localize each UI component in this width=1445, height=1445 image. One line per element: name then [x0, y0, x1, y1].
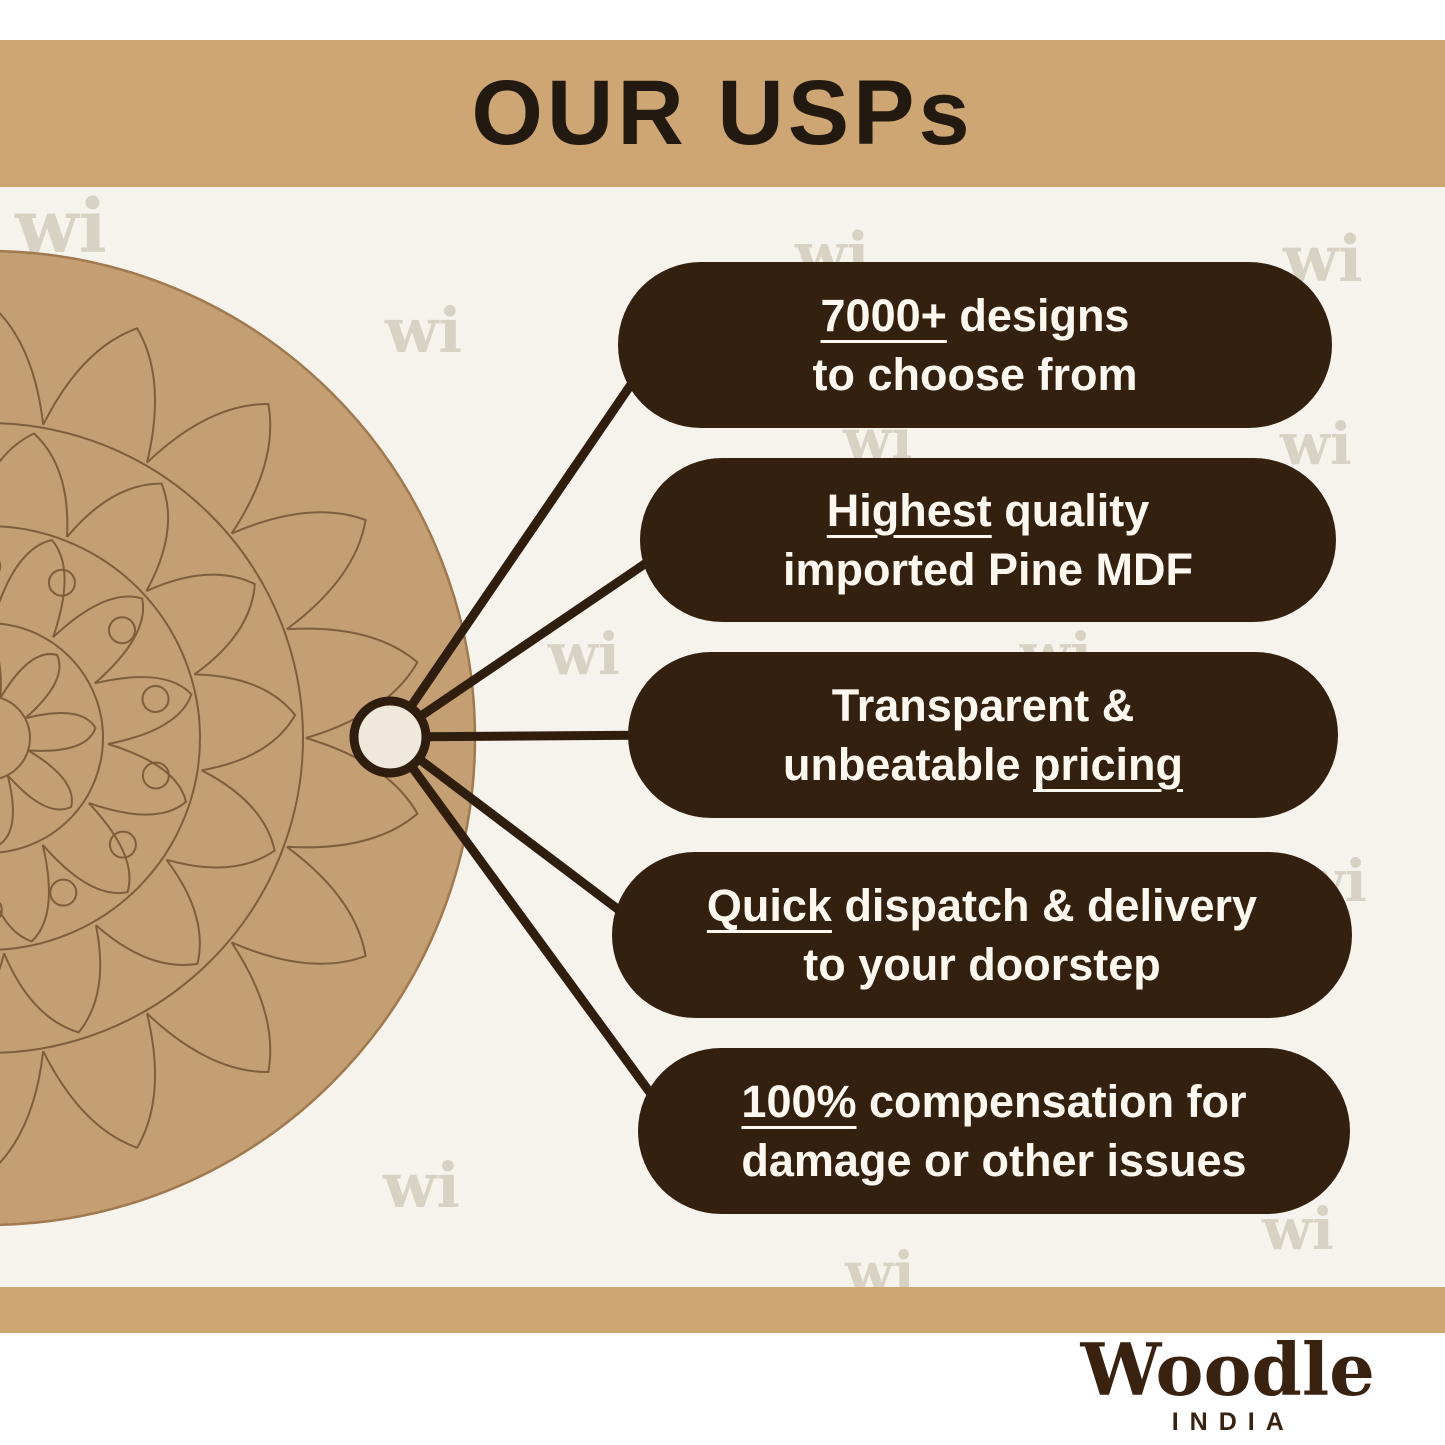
usp-text: dispatch & delivery: [831, 879, 1258, 931]
watermark-logo: wi: [1280, 410, 1352, 478]
usp-text-line: Quick dispatch & delivery: [707, 876, 1257, 935]
usp-text: Transparent &: [831, 679, 1135, 731]
usp-text-line: 7000+ designs: [821, 286, 1130, 345]
connector-line: [385, 732, 657, 940]
header-banner: OUR USPs: [0, 40, 1445, 187]
usp-text-line: unbeatable pricing: [783, 735, 1183, 794]
usp-text-line: Highest quality: [827, 481, 1150, 540]
connector-line: [385, 340, 663, 742]
usp-text: to your doorstep: [803, 939, 1161, 990]
usp-text-line: Transparent &: [832, 676, 1135, 735]
usp-text-highlight: pricing: [1033, 739, 1184, 790]
usp-text-highlight: Quick: [706, 879, 832, 931]
brand-logo: Woodle INDIA: [1080, 1334, 1375, 1437]
connector-line: [385, 732, 683, 1136]
usp-text: compensation for: [856, 1075, 1247, 1127]
usp-text: unbeatable: [782, 739, 1034, 790]
usp-text: to choose from: [812, 349, 1138, 400]
usp-text: damage or other issues: [741, 1135, 1247, 1186]
brand-country: INDIA: [1171, 1408, 1295, 1436]
mandala-pattern: [0, 312, 419, 1164]
diagram-svg: [0, 249, 685, 1227]
usp-text-highlight: Highest: [826, 484, 992, 536]
main-area: wiwiwiwiwiwiwiwiwiwiwiwi 7000+ designsto…: [0, 187, 1445, 1287]
usp-pill: Transparent &unbeatable pricing: [628, 652, 1338, 818]
usp-text-highlight: 100%: [741, 1075, 857, 1127]
usp-text-highlight: 7000+: [820, 289, 947, 341]
usp-text-line: damage or other issues: [741, 1131, 1246, 1190]
usp-text: imported Pine MDF: [782, 544, 1193, 595]
usp-text: designs: [946, 289, 1130, 341]
usp-text-line: imported Pine MDF: [783, 540, 1193, 599]
watermark-logo: wi: [548, 620, 620, 688]
usp-text-line: to choose from: [812, 345, 1137, 404]
connector-line: [385, 535, 685, 742]
connector-line: [385, 730, 673, 742]
usp-text: quality: [991, 484, 1150, 536]
brand-name: Woodle: [1080, 1327, 1375, 1412]
footer-strip: [0, 1287, 1445, 1333]
watermark-logo: wi: [845, 1240, 915, 1287]
usp-text-line: 100% compensation for: [741, 1072, 1246, 1131]
usp-text-line: to your doorstep: [803, 935, 1161, 994]
connector-hub: [349, 696, 431, 778]
footer: Woodle INDIA: [0, 1333, 1445, 1445]
watermark-logo: wi: [383, 1149, 460, 1222]
connector-lines: [385, 340, 685, 1136]
page-title: OUR USPs: [471, 62, 974, 164]
watermark-logo: wi: [385, 294, 462, 367]
